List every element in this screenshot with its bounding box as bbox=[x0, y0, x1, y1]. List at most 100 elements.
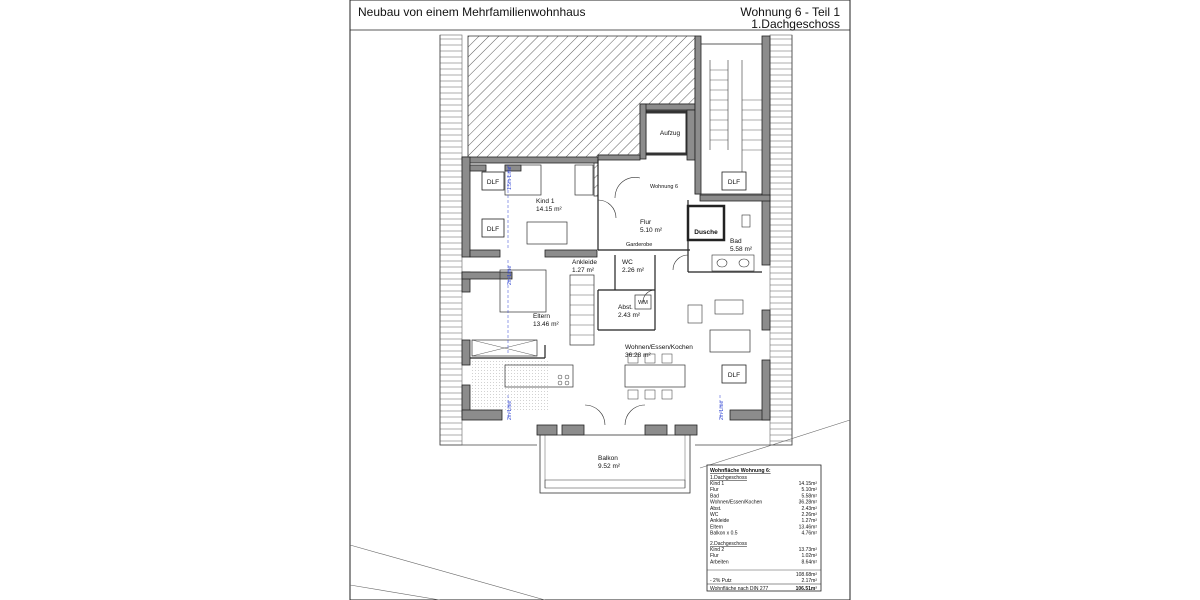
toilet-bad bbox=[741, 214, 751, 228]
area-table-row-name: Ankleide bbox=[710, 518, 729, 524]
wardrobe-eltern bbox=[471, 339, 538, 357]
exterior-walls bbox=[461, 35, 771, 436]
area-table-row-value: 1.02m² bbox=[801, 553, 817, 559]
dining-table bbox=[624, 364, 686, 388]
project-title: Neubau von einem Mehrfamilienwohnhaus bbox=[358, 5, 585, 19]
shower-area bbox=[686, 204, 726, 242]
roof-right bbox=[769, 34, 793, 446]
area-table-putz-value: 2.17m² bbox=[801, 578, 817, 584]
area-table-row-name: Kind 2 bbox=[710, 547, 724, 553]
dim-label-kind1: 1.5m-Linie bbox=[507, 166, 513, 190]
room-abst-area: 2.43 m² bbox=[618, 312, 641, 319]
shower-label: Dusche bbox=[694, 229, 718, 236]
room-abst-name: Abst. bbox=[618, 304, 633, 311]
armchair bbox=[687, 304, 703, 324]
desk-kind1 bbox=[526, 221, 568, 245]
area-table-row-value: 5.58m² bbox=[801, 493, 817, 499]
floor-label: 1.Dachgeschoss bbox=[751, 17, 840, 31]
bathroom-sinks bbox=[711, 254, 755, 272]
roof-outline-left bbox=[439, 35, 537, 446]
room-bad-area: 5.58 m² bbox=[730, 246, 753, 253]
area-table-row-value: 36.28m² bbox=[799, 500, 818, 506]
dimension-lines bbox=[507, 165, 721, 420]
room-ankleide-area: 1.27 m² bbox=[572, 267, 595, 274]
area-table-row-value: 2.26m² bbox=[801, 512, 817, 518]
roof-left bbox=[439, 34, 463, 446]
area-table-row-value: 1.27m² bbox=[801, 518, 817, 524]
area-table-section2: 2.Dachgeschoss bbox=[710, 541, 747, 547]
area-table-rows-2: Kind 2 13.73m² Flur 1.02m² Arbeiten 8.64m² bbox=[710, 547, 817, 565]
room-eltern-area: 13.46 m² bbox=[533, 321, 559, 328]
garderobe-label: Garderobe bbox=[626, 242, 652, 248]
room-wohnen-area: 36.28 m² bbox=[625, 352, 651, 359]
room-balkon-name: Balkon bbox=[598, 455, 618, 462]
room-flur-name: Flur bbox=[640, 219, 652, 226]
bed-eltern bbox=[499, 269, 547, 313]
area-table-row-name: Flur bbox=[710, 487, 719, 493]
area-table-row-name: Eltern bbox=[710, 524, 723, 530]
room-kind1-name: Kind 1 bbox=[536, 198, 555, 205]
roof-diagonal-3 bbox=[699, 419, 851, 469]
area-table-title: Wohnfläche Wohnung 6: bbox=[710, 468, 771, 474]
stair-treads bbox=[710, 69, 765, 151]
room-kind1-area: 14.15 m² bbox=[536, 206, 562, 213]
washing-machine bbox=[634, 294, 652, 310]
area-table-putz-label: - 2% Putz bbox=[710, 578, 732, 584]
room-wc-name: WC bbox=[622, 259, 633, 266]
roof-diagonal-1 bbox=[349, 544, 546, 600]
elevator-label: Aufzug bbox=[660, 130, 681, 137]
area-table-row-name: Abst. bbox=[710, 506, 721, 512]
door-swings bbox=[584, 177, 689, 426]
room-flur-area: 5.10 m² bbox=[640, 227, 663, 234]
area-table-row-name: WC bbox=[710, 512, 719, 518]
room-eltern-name: Eltern bbox=[533, 313, 550, 320]
area-table-row-value: 13.73m² bbox=[799, 547, 818, 553]
wm-label: WM bbox=[638, 300, 648, 306]
media-unit bbox=[714, 299, 744, 315]
area-table-row-name: Wohnen/Essen/Kochen bbox=[710, 500, 762, 506]
skylight-label-2: DLF bbox=[487, 226, 499, 233]
dim-label-right-bottom: 2m-Linie bbox=[719, 401, 725, 420]
bed-kind1 bbox=[504, 164, 542, 196]
room-wohnung6-label: Wohnung 6 bbox=[650, 184, 678, 190]
area-table-row-value: 2.43m² bbox=[801, 506, 817, 512]
wardrobe-kind1 bbox=[574, 164, 594, 196]
skylights bbox=[481, 171, 747, 384]
skylight-label-1: DLF bbox=[487, 179, 499, 186]
area-table-row-value: 5.10m² bbox=[801, 487, 817, 493]
room-wohnen-name: Wohnen/Essen/Kochen bbox=[625, 344, 693, 351]
kitchen-floor bbox=[470, 360, 550, 410]
balcony bbox=[539, 434, 691, 494]
kitchen-counter bbox=[504, 364, 574, 388]
internal-stair bbox=[569, 274, 595, 346]
area-table-row-value: 14.15m² bbox=[799, 481, 818, 487]
area-table-total-label: Wohnfläche nach DIN 277 bbox=[710, 586, 768, 592]
area-table-rows-1: Kind 1 14.15m² Flur 5.10m² Bad 5.58m² Wohnen/E… bbox=[710, 481, 817, 537]
room-bad-name: Bad bbox=[730, 238, 742, 245]
area-table-row-name: Kind 1 bbox=[710, 481, 724, 487]
roof-outline-right bbox=[695, 35, 793, 446]
area-table-row-name: Bad bbox=[710, 493, 719, 499]
area-table-row-value: 13.46m² bbox=[799, 524, 818, 530]
roof-diagonal-2 bbox=[349, 584, 441, 600]
room-balkon-area: 9.52 m² bbox=[598, 463, 621, 470]
stair-core bbox=[694, 43, 766, 195]
room-ankleide-name: Ankleide bbox=[572, 259, 597, 266]
area-table-total-value: 106.51m² bbox=[796, 586, 818, 592]
sheet-border bbox=[349, 0, 851, 600]
skylight-label-3: DLF bbox=[728, 179, 740, 186]
area-table-section1: 1.Dachgeschoss bbox=[710, 475, 747, 481]
area-table-subtotal: 108.68m² bbox=[796, 572, 817, 578]
area-table-row-value: 4.76m² bbox=[801, 531, 817, 537]
area-table-row-value: 8.64m² bbox=[801, 559, 817, 565]
skylight-label-4: DLF bbox=[728, 372, 740, 379]
area-table-row-name: Arbeiten bbox=[710, 559, 729, 565]
area-table bbox=[706, 464, 822, 592]
unit-title: Wohnung 6 - Teil 1 bbox=[740, 5, 840, 19]
area-table-row-name: Balkon x 0.5 bbox=[710, 531, 738, 537]
area-table-row-name: Flur bbox=[710, 553, 719, 559]
interior-walls bbox=[470, 160, 762, 359]
sofa bbox=[709, 329, 751, 353]
room-wc-area: 2.26 m² bbox=[622, 267, 645, 274]
